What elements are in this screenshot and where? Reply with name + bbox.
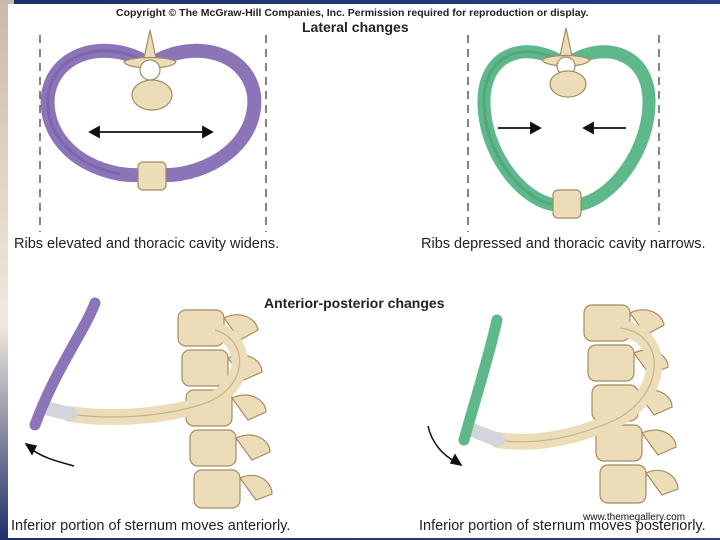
sternum-right <box>553 190 581 218</box>
sternum-left <box>138 162 166 190</box>
watermark: www.themegallery.com <box>583 512 685 523</box>
ap-view-posterior <box>428 305 678 503</box>
ap-view-anterior <box>26 303 272 508</box>
anterior-arrow <box>26 444 74 466</box>
posterior-arrow <box>428 426 461 465</box>
caption-lateral-narrows: Ribs depressed and thoracic cavity narro… <box>421 236 706 252</box>
vertebra-right <box>542 28 590 97</box>
costal-cartilage-left <box>45 408 70 414</box>
rib-cage-depressed <box>484 28 649 218</box>
sternum-green <box>464 320 497 440</box>
vertebra-left <box>124 30 176 110</box>
costal-cartilage-right <box>472 430 498 440</box>
narrow-arrows <box>498 123 626 133</box>
rib-cage-elevated <box>48 30 255 190</box>
caption-lateral-widens: Ribs elevated and thoracic cavity widens… <box>14 236 279 252</box>
caption-ap-anterior: Inferior portion of sternum moves anteri… <box>11 518 290 534</box>
widen-arrow <box>90 127 212 137</box>
